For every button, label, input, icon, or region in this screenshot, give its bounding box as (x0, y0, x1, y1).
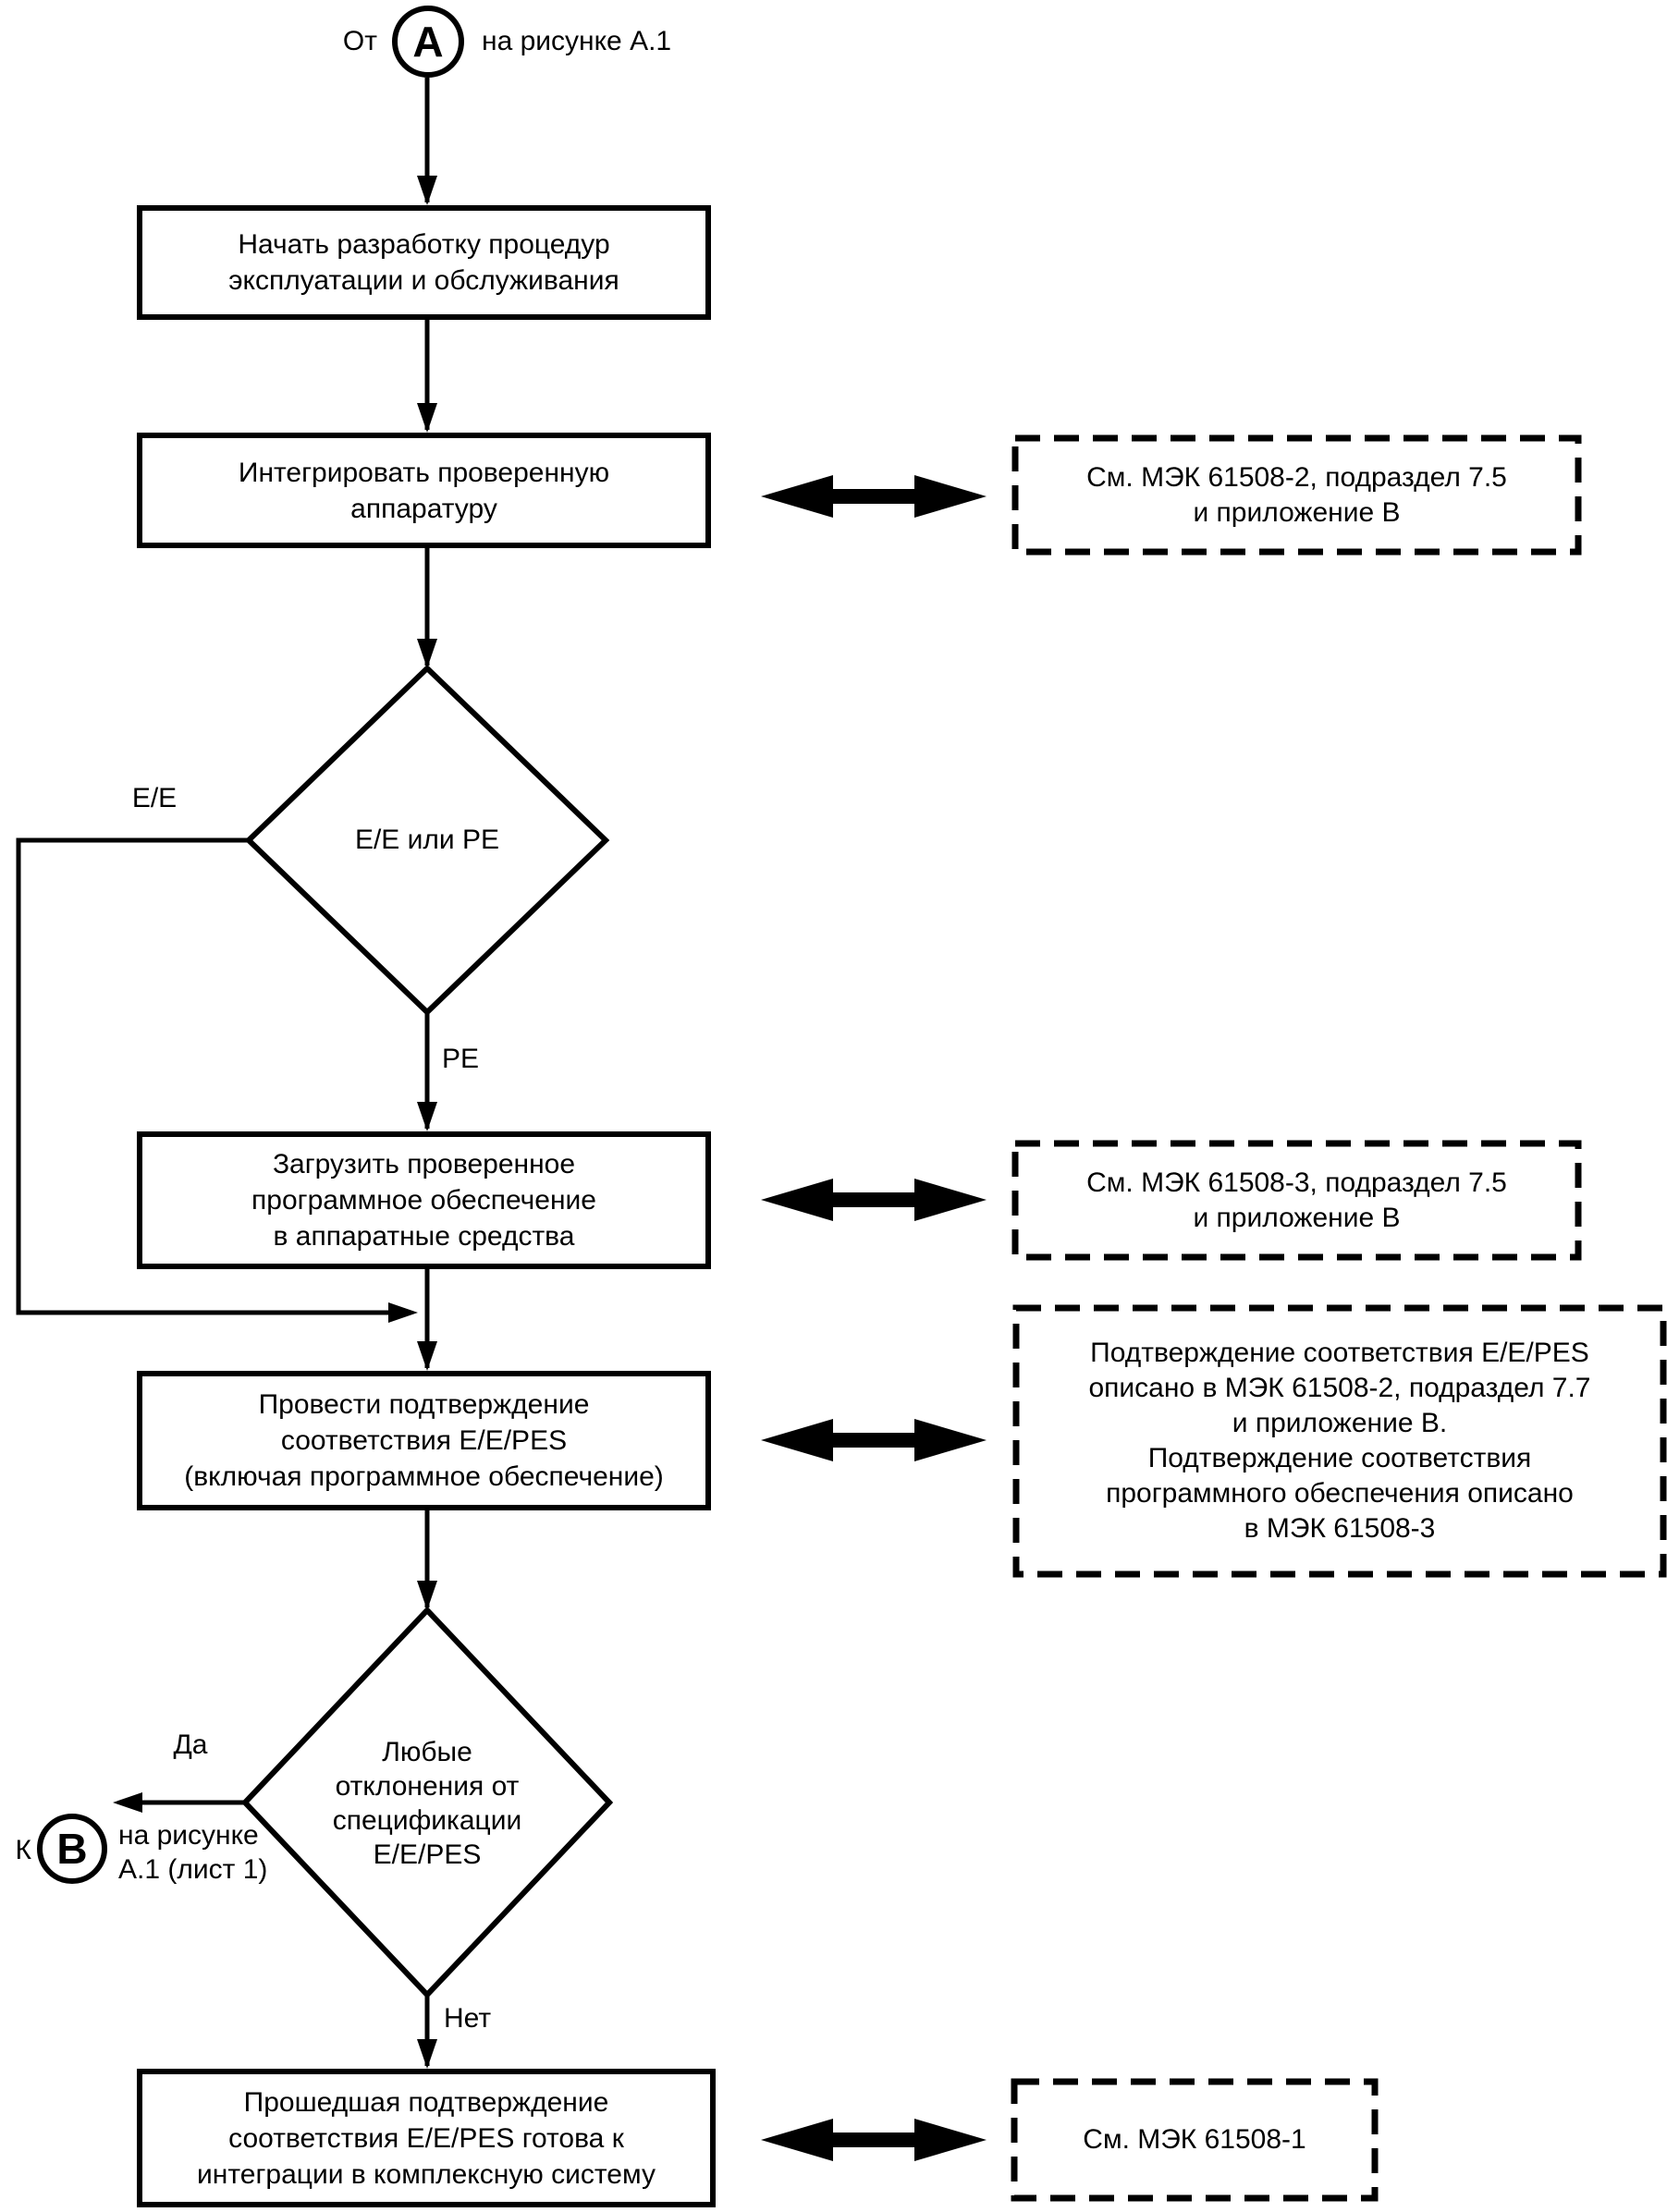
reference-box-61508-1: См. МЭК 61508-1 (1083, 2124, 1306, 2155)
border-ref-61508-2 (1011, 434, 1582, 556)
branch-label-pe: РЕ (442, 1044, 480, 1074)
process-box-validated-ready: Прошедшая подтверждение соответствия Е/Е… (137, 2069, 716, 2207)
decision-diamonds (240, 664, 614, 1999)
flow-lines (16, 78, 430, 2066)
process-box-load-software: Загрузить проверенное программное обеспе… (137, 1131, 711, 1269)
arrowhead-down-box3 (417, 1102, 437, 1131)
diamond-deviations (240, 1606, 614, 1999)
process-box-start-ops-dev: Начать разработку процедур эксплуатации … (137, 205, 711, 320)
border-ref-61508-1 (1011, 2078, 1379, 2202)
branch-label-yes: Да (173, 1729, 208, 1760)
decision-label-deviations: Любые отклонения от спецификации Е/Е/PES (332, 1737, 522, 1870)
border-ref-61508-3 (1011, 1140, 1582, 1261)
exit-connector-circle: В (37, 1814, 107, 1884)
reference-box-61508-3: См. МЭК 61508-3, подраздел 7.5 и приложе… (1086, 1167, 1507, 1233)
entry-ref-label: на рисунке А.1 (482, 26, 672, 56)
exit-to-label: К (15, 1835, 31, 1865)
process-box-integrate-hardware: Интегрировать проверенную аппаратуру (137, 433, 711, 548)
line-ee-bypass (16, 837, 409, 1315)
double-arrow-ref-validation (761, 1419, 987, 1461)
decision-label-ee-or-pe: Е/Е или РЕ (354, 825, 500, 855)
arrowhead-down-diamond1 (417, 639, 437, 668)
double-arrows (761, 475, 987, 2161)
double-arrow-ref-61508-1 (761, 2119, 987, 2161)
reference-box-61508-2: См. МЭК 61508-2, подраздел 7.5 и приложе… (1086, 461, 1507, 528)
branch-label-no: Нет (444, 2003, 492, 2034)
exit-ref-label: на рисунке А.1 (лист 1) (118, 1820, 268, 1885)
arrowheads (113, 176, 437, 2069)
branch-label-ee: Е/Е (131, 783, 178, 813)
double-arrow-ref-61508-2 (761, 475, 987, 518)
arrowhead-down-box5 (417, 2039, 437, 2069)
arrowhead-down-box2 (417, 403, 437, 433)
reference-box-validation: Подтверждение соответствия Е/Е/PES описа… (1088, 1338, 1591, 1544)
process-box-validate-eepes: Провести подтверждение соответствия Е/Е/… (137, 1371, 711, 1510)
reference-borders (1011, 434, 1667, 2202)
double-arrow-ref-61508-3 (761, 1179, 987, 1221)
arrowhead-right-merge (388, 1302, 418, 1323)
arrowhead-left-yes (113, 1792, 142, 1813)
entry-from-label: От (342, 26, 377, 56)
arrowhead-down-box4 (417, 1341, 437, 1371)
arrowhead-down-diamond2 (417, 1581, 437, 1610)
diamond-ee-or-pe (244, 664, 610, 1017)
border-ref-validation (1012, 1304, 1667, 1578)
arrowhead-down-box1 (417, 176, 437, 205)
entry-connector-circle: А (392, 6, 464, 78)
